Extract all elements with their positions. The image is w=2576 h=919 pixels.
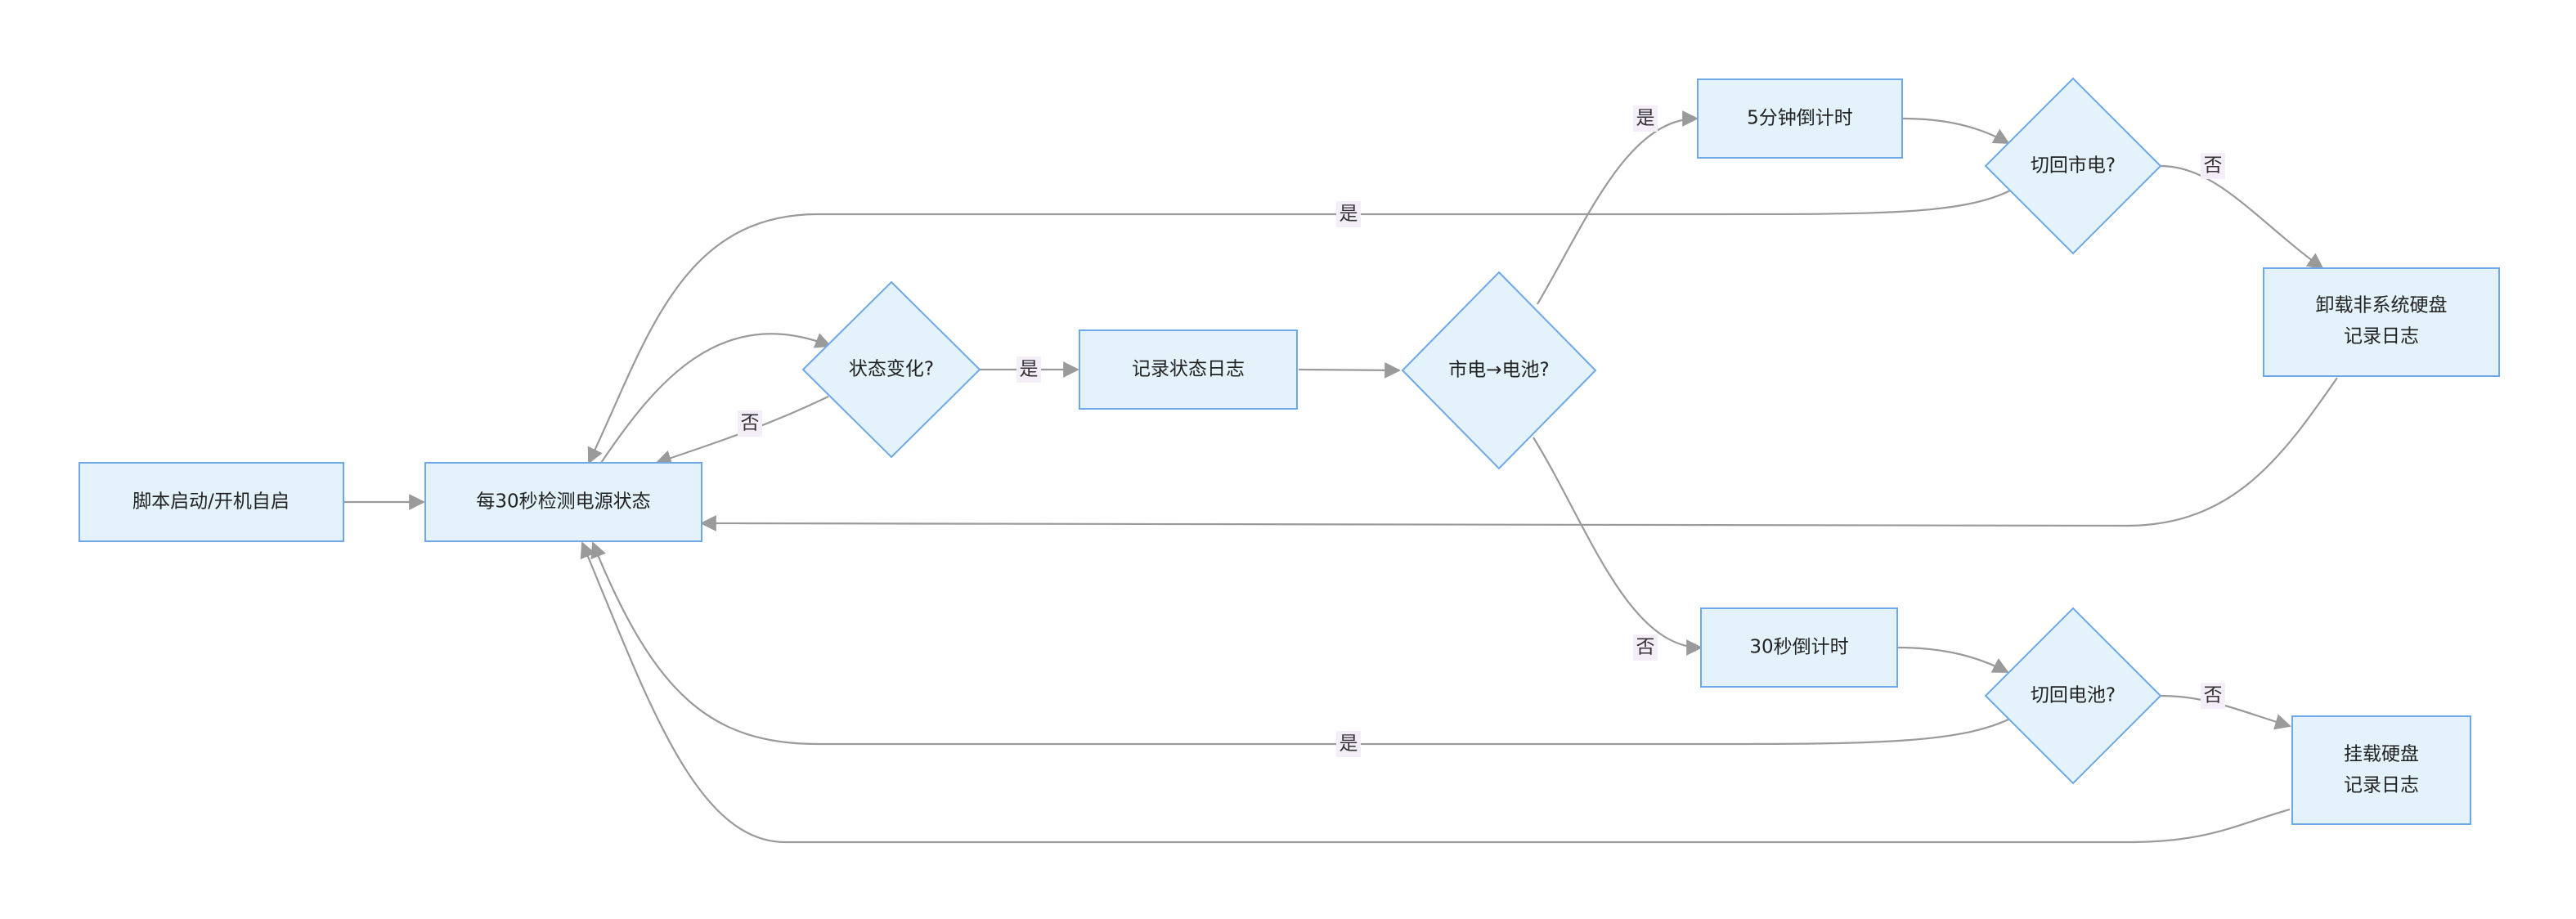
node-check-power: 每30秒检测电源状态 — [424, 462, 702, 542]
edge-label-changed-yes: 是 — [1016, 356, 1041, 383]
node-timer-5min: 5分钟倒计时 — [1697, 78, 1903, 159]
svg-text:30秒倒计时: 30秒倒计时 — [1749, 637, 1848, 658]
svg-text:市电→电池?: 市电→电池? — [1448, 360, 1549, 381]
edge-timer5-to-back-ac — [1901, 117, 2010, 144]
svg-text:记录日志: 记录日志 — [2344, 326, 2419, 347]
edge-timer30-to-back-batt — [1896, 646, 2009, 673]
edge-label-changed-no: 否 — [738, 410, 762, 437]
edge-unmount-to-check — [700, 377, 2338, 531]
node-log-state: 记录状态日志 — [1079, 329, 1298, 410]
edge-back-ac-yes-to-check — [587, 190, 2011, 464]
node-state-changed-decision: 状态变化? — [801, 280, 981, 459]
edge-label-back-batt-yes: 是 — [1336, 731, 1361, 757]
edge-ac-to-batt-no-to-timer30 — [1533, 437, 1703, 656]
node-ac-to-battery-decision: 市电→电池? — [1401, 271, 1597, 470]
nodes: 脚本启动/开机自启 每30秒检测电源状态 状态变化? 记录状态日志 市电→电池?… — [79, 77, 2500, 825]
edge-mount-to-check — [580, 541, 2291, 844]
edge-labels: 否 是 是 否 是 否 是 否 — [738, 105, 2225, 757]
svg-text:是: 是 — [1636, 108, 1655, 129]
edge-label-to-timer30-no: 否 — [1633, 634, 1658, 661]
node-mount-disks: 挂载硬盘 记录日志 — [2291, 715, 2471, 825]
svg-text:是: 是 — [1340, 204, 1358, 225]
node-back-to-battery-decision: 切回电池? — [1984, 607, 2162, 785]
edge-label-back-ac-yes: 是 — [1336, 201, 1361, 227]
node-timer-30s: 30秒倒计时 — [1700, 607, 1898, 688]
svg-text:5分钟倒计时: 5分钟倒计时 — [1747, 108, 1853, 129]
svg-text:否: 否 — [2204, 685, 2223, 706]
svg-text:否: 否 — [2204, 155, 2223, 177]
svg-text:脚本启动/开机自启: 脚本启动/开机自启 — [132, 491, 289, 513]
svg-text:切回市电?: 切回市电? — [2031, 155, 2116, 177]
svg-text:记录日志: 记录日志 — [2344, 775, 2419, 796]
node-start: 脚本启动/开机自启 — [79, 462, 344, 542]
edge-back-ac-no-to-unmount — [2160, 164, 2324, 270]
edge-ac-to-batt-yes-to-timer5 — [1537, 110, 1699, 305]
node-unmount-disks: 卸载非系统硬盘 记录日志 — [2263, 267, 2500, 377]
svg-text:卸载非系统硬盘: 卸载非系统硬盘 — [2316, 295, 2448, 316]
svg-text:切回电池?: 切回电池? — [2031, 685, 2116, 706]
svg-text:否: 否 — [741, 413, 760, 434]
edge-back-batt-yes-to-check — [590, 541, 2013, 746]
svg-text:否: 否 — [1636, 637, 1655, 658]
svg-text:记录状态日志: 记录状态日志 — [1132, 359, 1245, 380]
edge-label-to-timer5-yes: 是 — [1633, 105, 1658, 132]
edge-label-back-batt-no: 否 — [2201, 683, 2225, 709]
edge-check-to-changed — [600, 333, 832, 464]
node-back-to-ac-decision: 切回市电? — [1984, 77, 2162, 255]
edge-label-back-ac-no: 否 — [2201, 153, 2225, 179]
svg-text:挂载硬盘: 挂载硬盘 — [2344, 744, 2419, 765]
svg-text:是: 是 — [1340, 733, 1358, 755]
svg-text:是: 是 — [1020, 359, 1039, 380]
svg-text:每30秒检测电源状态: 每30秒检测电源状态 — [476, 491, 650, 513]
svg-text:状态变化?: 状态变化? — [849, 359, 934, 380]
